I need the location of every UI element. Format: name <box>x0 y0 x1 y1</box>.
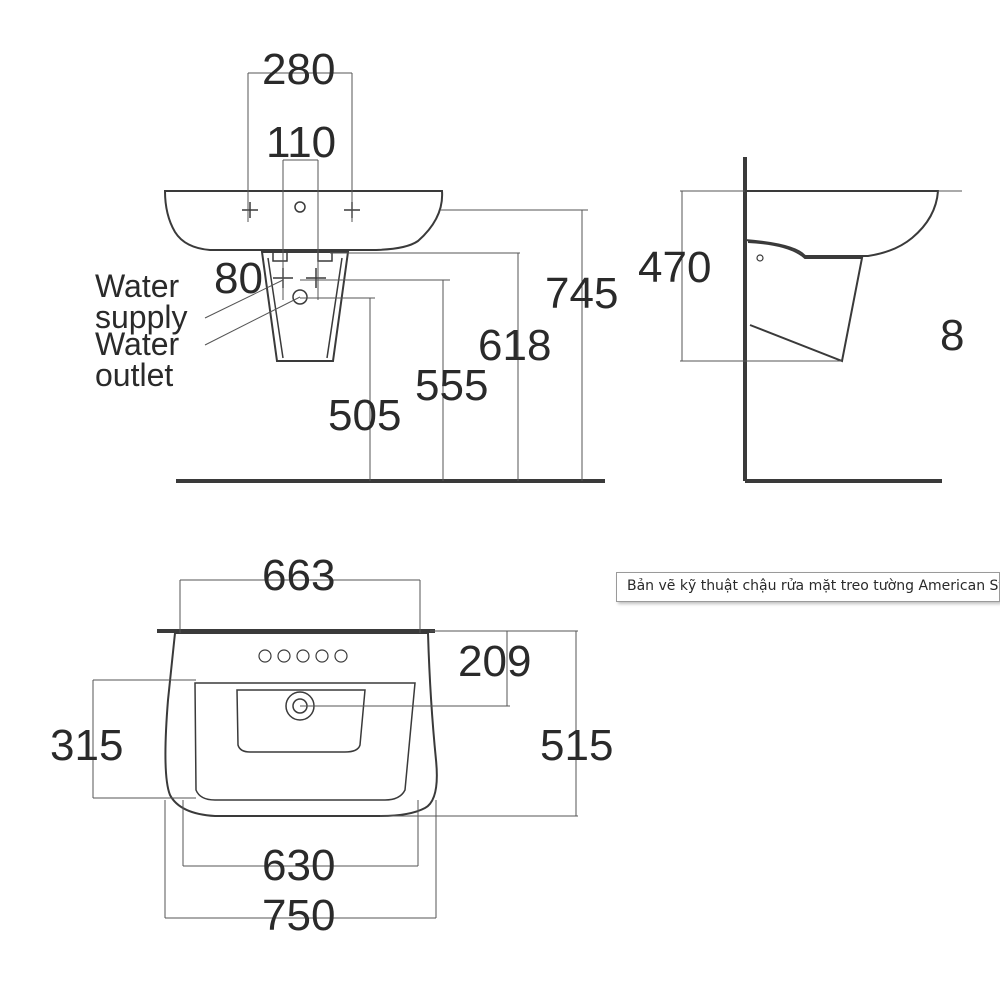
label-water-supply-line2: supply <box>95 299 188 335</box>
front-view <box>163 72 605 483</box>
label-water-outlet-line1: Water <box>95 326 180 362</box>
dim-663: 663 <box>262 551 335 600</box>
image-tooltip: Bản vẽ kỹ thuật chậu rửa mặt treo tường … <box>616 572 1000 602</box>
top-basin-inner-bowl <box>236 689 366 753</box>
top-taphole-3 <box>296 649 310 663</box>
leader-water-outlet <box>204 296 301 346</box>
top-taphole-5 <box>334 649 348 663</box>
dim-630: 630 <box>262 841 335 890</box>
top-view <box>92 579 578 919</box>
dim-8-partial: 8 <box>940 311 964 360</box>
dim-555: 555 <box>415 361 488 410</box>
label-water-supply-line1: Water <box>95 268 180 304</box>
top-taphole-2 <box>277 649 291 663</box>
front-taphole-center <box>294 201 306 213</box>
top-taphole-1 <box>258 649 272 663</box>
dim-745: 745 <box>545 269 618 318</box>
front-pedestal-inner-left <box>267 257 284 359</box>
dim-618: 618 <box>478 321 551 370</box>
dim-315: 315 <box>50 721 123 770</box>
front-supply-cross-right <box>306 268 326 288</box>
dim-750: 750 <box>262 891 335 940</box>
dim-209: 209 <box>458 637 531 686</box>
dim-280: 280 <box>262 45 335 94</box>
dim-505: 505 <box>328 391 401 440</box>
dim-515: 515 <box>540 721 613 770</box>
side-view <box>680 157 962 483</box>
top-basin-bowl <box>194 682 416 801</box>
front-outlet-circle <box>292 289 308 305</box>
front-valve-right <box>317 251 333 262</box>
front-valve-left <box>272 251 288 262</box>
side-outlet-dot <box>756 254 764 262</box>
front-pedestal-inner-right <box>326 257 343 359</box>
front-basin-outline <box>163 190 444 251</box>
leader-water-supply <box>204 279 284 319</box>
front-taphole-left <box>242 202 258 218</box>
dim-470: 470 <box>638 243 711 292</box>
dim-80: 80 <box>214 254 263 303</box>
label-water-outlet-line2: outlet <box>95 357 173 393</box>
top-taphole-4 <box>315 649 329 663</box>
side-pedestal-outline <box>747 241 864 363</box>
side-basin-outline <box>744 190 940 257</box>
dim-110: 110 <box>266 118 336 167</box>
top-basin-outline <box>164 632 438 817</box>
